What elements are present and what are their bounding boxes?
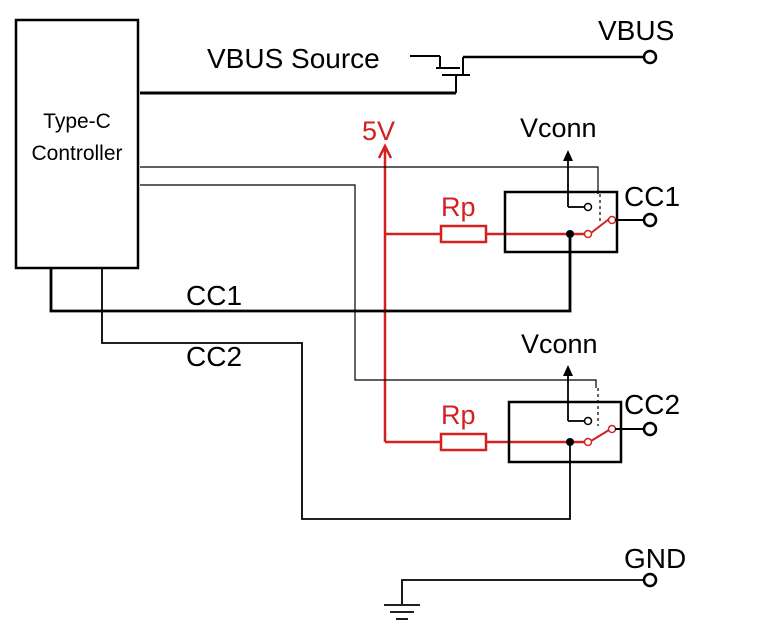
gnd-wire [401,579,643,604]
vconn-bottom-label: Vconn [521,329,598,359]
supply-5v-label: 5V [362,116,395,146]
type-c-controller-box [14,18,140,270]
cc1-switch-box [503,190,619,254]
supply-rail [377,143,585,444]
switch2-control-line [140,184,597,388]
rp-resistor-top [439,224,488,244]
cc2-switch-box [507,400,623,464]
rp-label-top: Rp [441,192,476,222]
cc1-terminal [642,212,658,228]
vbus-label: VBUS [598,15,674,46]
ground-icon [384,604,420,620]
rp-resistor-bottom [439,432,488,452]
cc2-bus-label: CC2 [186,341,242,372]
vconn-top-label: Vconn [520,113,597,143]
rp-label-bottom: Rp [441,400,476,430]
cc1-terminal-label: CC1 [624,181,680,212]
switch1-control-line [140,166,599,194]
controller-label-line1: Type-C [43,110,111,133]
vconn-bottom-wire [563,365,584,422]
spdt-switch-icon [583,388,617,447]
vbus-terminal [642,49,658,65]
cc1-bus-wire [49,234,572,313]
cc2-terminal-label: CC2 [624,389,680,420]
spdt-switch-icon [583,194,617,239]
vbus-mosfet-icon [410,55,643,76]
vbus-source-label: VBUS Source [207,43,380,74]
gnd-terminal [642,572,658,588]
gnd-label: GND [624,543,686,574]
cc2-bus-wire [101,268,571,520]
vbus-path [140,75,457,95]
vconn-top-wire [563,150,584,208]
controller-label-line2: Controller [31,142,122,165]
cc2-terminal [642,421,658,437]
cc1-bus-label: CC1 [186,280,242,311]
